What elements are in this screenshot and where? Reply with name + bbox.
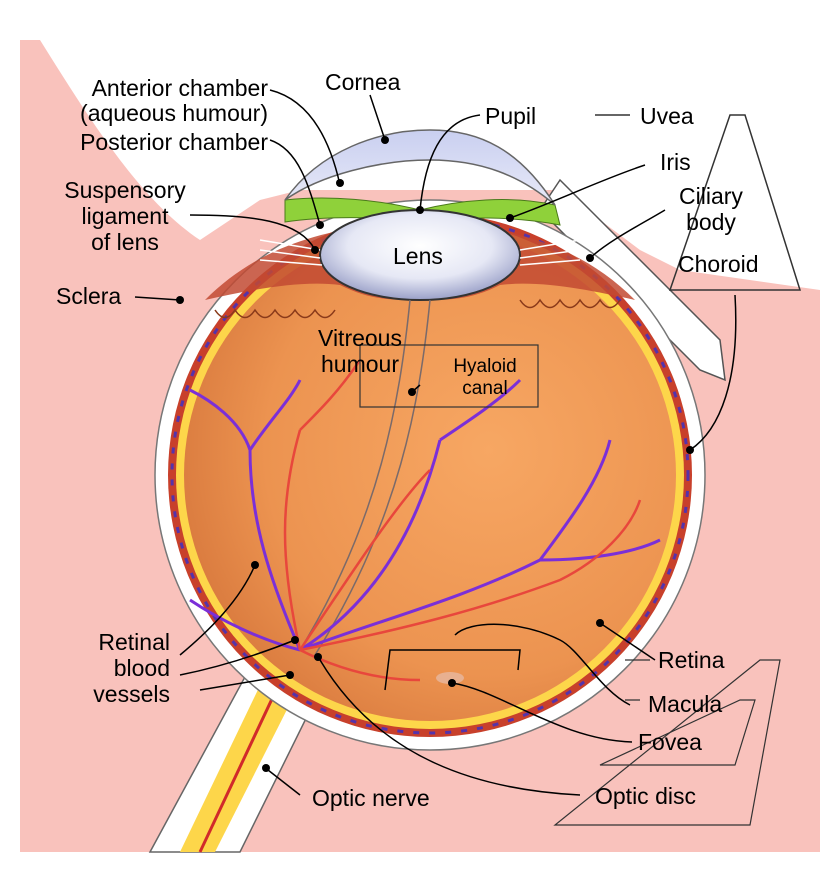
- label-retinal-2: blood: [113, 655, 170, 681]
- leader-lines: [134, 89, 737, 796]
- label-suspensory-2: ligament: [81, 203, 169, 229]
- retina-bracket: [553, 659, 781, 826]
- hyaloid-box: [359, 344, 539, 408]
- label-hyaloid-1: Hyaloid: [453, 356, 517, 377]
- label-vitreous-1: Vitreous: [318, 325, 402, 351]
- label-cornea: Cornea: [325, 69, 401, 95]
- label-uvea: Uvea: [640, 103, 694, 129]
- ciliary-folds: [214, 298, 621, 319]
- label-macula: Macula: [648, 691, 723, 717]
- label-choroid: Choroid: [678, 251, 759, 277]
- label-anterior-chamber-1: Anterior chamber: [91, 75, 268, 101]
- macula-bracket: [599, 699, 756, 766]
- label-fovea: Fovea: [638, 729, 702, 755]
- label-anterior-chamber-2: (aqueous humour): [80, 100, 268, 126]
- choroid-dots: [170, 215, 690, 735]
- leader-dots: [176, 136, 694, 772]
- label-sclera: Sclera: [56, 283, 122, 309]
- label-suspensory-1: Suspensory: [64, 177, 186, 203]
- label-posterior-chamber: Posterior chamber: [80, 129, 268, 155]
- label-retinal-1: Retinal: [98, 629, 170, 655]
- label-vitreous-2: humour: [321, 351, 399, 377]
- retinal-arteries: [283, 359, 642, 682]
- label-hyaloid-2: canal: [462, 378, 508, 399]
- label-optic-disc: Optic disc: [595, 783, 696, 809]
- label-ciliary-2: body: [686, 209, 736, 235]
- label-suspensory-3: of lens: [91, 229, 159, 255]
- label-pupil: Pupil: [485, 103, 537, 129]
- label-optic-nerve: Optic nerve: [312, 785, 430, 811]
- label-lens: Lens: [393, 243, 443, 269]
- retinal-veins: [189, 378, 661, 652]
- label-retina: Retina: [658, 647, 725, 673]
- cornea-shape: [284, 129, 556, 206]
- label-iris: Iris: [660, 149, 691, 175]
- macula-shape: [436, 672, 464, 684]
- label-ciliary-1: Ciliary: [679, 183, 743, 209]
- suspensory-ligament-shape: [259, 239, 581, 266]
- uvea-bracket: [595, 114, 802, 291]
- label-retinal-3: vessels: [93, 681, 170, 707]
- hyaloid-canal-shape: [299, 299, 431, 656]
